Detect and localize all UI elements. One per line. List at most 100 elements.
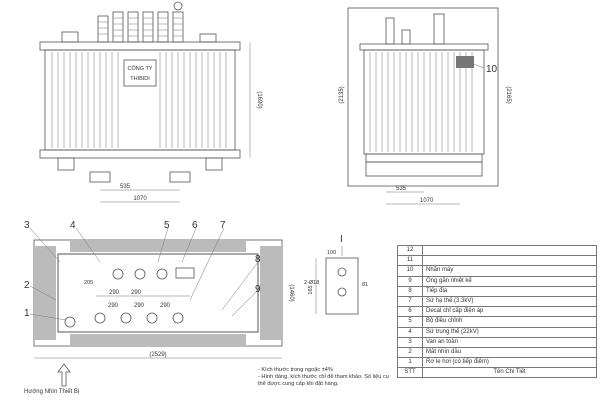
tank-cover bbox=[39, 41, 241, 51]
legend-stt: 12 bbox=[397, 244, 423, 257]
plan-dim-4: 290 bbox=[134, 303, 145, 309]
legend-stt: 7 bbox=[397, 295, 423, 308]
legend-name: Rơ le hơi (có tiếp điểm) bbox=[422, 357, 597, 369]
plan-view: 290 290 290 290 290 205 3 4 5 6 7 8 9 2 … bbox=[24, 220, 294, 387]
detail-dim-1: 100 bbox=[327, 250, 336, 256]
detail-plate bbox=[325, 257, 359, 315]
wheel-left bbox=[57, 157, 75, 171]
table-row: 11 bbox=[397, 255, 597, 267]
callout-6: 6 bbox=[192, 220, 198, 231]
detail-dim-4: 165 bbox=[308, 285, 314, 294]
legend-name bbox=[422, 244, 597, 257]
side-fins bbox=[369, 52, 473, 152]
callout-9: 9 bbox=[255, 284, 261, 295]
legend-name: Sứ hạ thế (3.3kV) bbox=[422, 295, 597, 308]
legend-stt: 10 bbox=[397, 265, 423, 277]
legend-stt: 1 bbox=[397, 357, 423, 369]
nameplate bbox=[123, 59, 157, 87]
side-height-dim-left: (2135) bbox=[339, 86, 345, 103]
plan-width-dim: (2529) bbox=[149, 352, 166, 358]
side-view: 10 (2135) (2165) 535 1070 bbox=[339, 7, 511, 205]
legend-stt: 6 bbox=[397, 306, 423, 318]
note-3: thể được cung cấp khi đặt hàng. bbox=[258, 381, 339, 388]
front-height-dim: (1690) bbox=[256, 91, 262, 108]
plan-radiators bbox=[34, 240, 282, 346]
legend-name bbox=[422, 255, 597, 267]
callout-5: 5 bbox=[164, 220, 170, 231]
detail-dim-2: 2-Ø18 bbox=[304, 280, 319, 286]
plan-cover bbox=[57, 253, 259, 333]
detail-dim-3: 81 bbox=[362, 282, 368, 288]
view-direction-label: Hướng Nhìn Thiết Bị bbox=[24, 389, 80, 395]
legend-header-name: Tên Chi Tiết bbox=[422, 367, 597, 379]
legend-name: Decal chỉ cấp điện áp bbox=[422, 306, 597, 318]
wheel-right bbox=[205, 157, 223, 171]
legend-name: Bộ điều chỉnh bbox=[422, 316, 597, 328]
side-width-outer-dim: 1070 bbox=[420, 198, 434, 204]
drawing-notes: - Kích thước trong ngoặc ±4% - Hình dáng… bbox=[258, 367, 398, 389]
hv-bushings bbox=[61, 1, 217, 43]
legend-name: Tiếp địa bbox=[422, 285, 597, 297]
view-direction-arrow-icon bbox=[57, 363, 71, 387]
legend-name: Nhãn máy bbox=[422, 265, 597, 277]
plan-inner-dim: 205 bbox=[84, 280, 93, 286]
callout-7: 7 bbox=[220, 220, 226, 231]
legend-name: Sứ trung thế (22kV) bbox=[422, 326, 597, 338]
callout-10: 10 bbox=[486, 64, 498, 75]
nameplate-line2: THIBIDI bbox=[130, 76, 150, 82]
cooling-fins bbox=[51, 52, 227, 148]
legend-stt: 5 bbox=[397, 316, 423, 328]
legend-name: Ống gắn nhiệt kế bbox=[422, 275, 597, 287]
note-2: - Hình dáng, kích thước chỉ để tham khảo… bbox=[258, 374, 389, 381]
detail-marker: I bbox=[340, 234, 343, 245]
front-width-inner-dim: 535 bbox=[120, 184, 131, 190]
legend-name: Mắt nhìn dầu bbox=[422, 346, 597, 359]
legend-stt: 4 bbox=[397, 326, 423, 338]
callout-8: 8 bbox=[255, 254, 261, 265]
legend-stt: 9 bbox=[397, 275, 423, 287]
side-view-frame bbox=[347, 7, 499, 187]
detail-view: I 100 2-Ø18 81 165 bbox=[304, 234, 368, 315]
legend-stt: 8 bbox=[397, 285, 423, 297]
plan-dim-5: 290 bbox=[160, 303, 171, 309]
plan-dim-1: 290 bbox=[109, 290, 120, 296]
plan-depth-dim: (1460) bbox=[288, 284, 294, 301]
side-nameplate bbox=[456, 56, 474, 68]
legend-name: Van an toàn bbox=[422, 336, 597, 348]
callout-1: 1 bbox=[24, 308, 30, 319]
front-view: CÔNG TY THIBIDI (1690) 535 1070 bbox=[39, 1, 262, 203]
side-height-dim-right: (2165) bbox=[505, 86, 511, 103]
callout-2: 2 bbox=[24, 280, 30, 291]
table-row: 12 bbox=[397, 244, 597, 257]
legend-stt: 11 bbox=[397, 255, 423, 267]
legend-stt: 3 bbox=[397, 336, 423, 348]
plan-bushings bbox=[64, 267, 195, 328]
side-width-inner-dim: 535 bbox=[396, 186, 407, 192]
plan-dim-2: 290 bbox=[131, 290, 142, 296]
plan-dim-3: 290 bbox=[108, 303, 119, 309]
tank-body bbox=[44, 49, 236, 151]
side-bushings bbox=[385, 13, 445, 45]
note-1: - Kích thước trong ngoặc ±4% bbox=[258, 367, 333, 373]
nameplate-line1: CÔNG TY bbox=[128, 65, 153, 72]
front-width-outer-dim: 1070 bbox=[133, 196, 147, 202]
callout-3: 3 bbox=[24, 220, 30, 231]
legend-stt: 2 bbox=[397, 346, 423, 359]
tank-base bbox=[39, 149, 241, 159]
legend-header-stt: STT bbox=[397, 367, 423, 379]
callout-4: 4 bbox=[70, 220, 76, 231]
